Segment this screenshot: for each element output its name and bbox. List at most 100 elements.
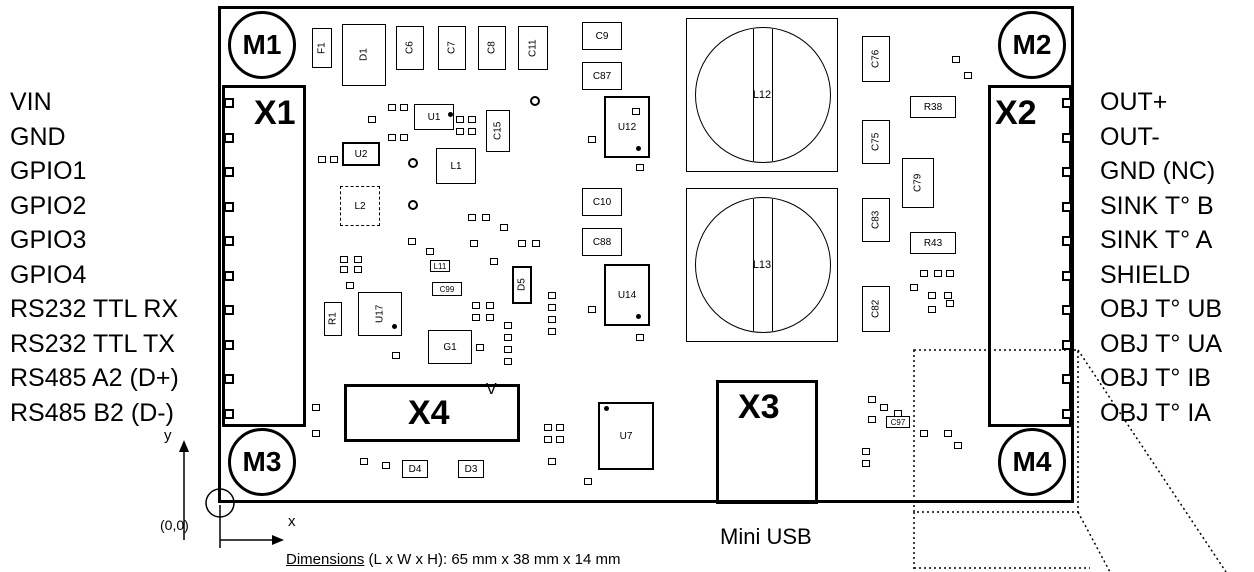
x1-pin — [224, 305, 234, 315]
smd-passive — [456, 116, 464, 123]
smd-passive — [548, 328, 556, 335]
smd-passive — [500, 224, 508, 231]
smd-passive — [868, 396, 876, 403]
smd-passive — [928, 306, 936, 313]
smd-passive — [894, 410, 902, 417]
comp-r38: R38 — [910, 96, 956, 118]
x2-pin-label: OBJ T° IB — [1100, 364, 1211, 392]
header-x2-label: X2 — [995, 94, 1037, 132]
mount-hole-m2: M2 — [998, 11, 1066, 79]
smd-passive — [920, 270, 928, 277]
smd-passive — [340, 266, 348, 273]
mount-hole-m1: M1 — [228, 11, 296, 79]
usb-label: Mini USB — [720, 524, 812, 549]
smd-passive — [532, 240, 540, 247]
smd-passive — [868, 416, 876, 423]
y-axis-label: y — [164, 427, 172, 444]
origin-label: (0,0) — [160, 517, 189, 533]
x1-pin — [224, 98, 234, 108]
x2-pin — [1062, 374, 1072, 384]
x1-pin — [224, 339, 234, 350]
smd-passive — [588, 306, 596, 313]
smd-passive — [408, 238, 416, 245]
smd-passive — [556, 424, 564, 431]
comp-l2: L2 — [340, 186, 380, 226]
smd-passive — [468, 214, 476, 221]
smd-passive — [504, 358, 512, 365]
x1-pin — [224, 236, 234, 246]
pin1-dot — [604, 406, 609, 411]
x1-pin-label: GND — [10, 122, 66, 151]
x2-pin-label: OUT- — [1100, 122, 1160, 151]
smd-passive — [490, 258, 498, 265]
smd-passive — [964, 72, 972, 79]
pin1-dot — [636, 146, 641, 151]
smd-passive — [632, 108, 640, 115]
x2-pin — [1062, 98, 1072, 108]
smd-passive — [504, 346, 512, 353]
smd-passive — [920, 430, 928, 437]
x1-pin-label: VIN — [10, 88, 52, 116]
smd-passive — [468, 116, 476, 123]
x2-pin — [1062, 305, 1072, 315]
smd-passive — [504, 334, 512, 341]
smd-passive — [368, 116, 376, 123]
smd-passive — [584, 478, 592, 485]
smd-passive — [470, 240, 478, 247]
dimensions-values: (L x W x H): 65 mm x 38 mm x 14 mm — [364, 551, 621, 568]
header-x4-label: X4 — [408, 394, 450, 432]
smd-passive — [354, 256, 362, 263]
comp-c9: C9 — [582, 22, 622, 50]
comp-r43: R43 — [910, 232, 956, 254]
coil-l12: L12 — [686, 18, 838, 172]
smd-passive — [426, 248, 434, 255]
x2-pin — [1062, 339, 1072, 350]
smd-passive — [934, 270, 942, 277]
pin1-dot — [392, 324, 397, 329]
test-point — [408, 158, 418, 168]
comp-c99: C99 — [432, 282, 462, 296]
smd-passive — [910, 284, 918, 291]
smd-passive — [556, 436, 564, 443]
x2-pin-label: OBJ T° UB — [1100, 295, 1223, 323]
x1-pin-label: GPIO3 — [10, 226, 87, 254]
x1-pin — [224, 132, 234, 143]
smd-passive — [346, 282, 354, 289]
smd-passive — [468, 128, 476, 135]
smd-passive — [952, 56, 960, 63]
smd-passive — [312, 404, 320, 411]
x1-pin-label: RS232 TTL RX — [10, 295, 179, 323]
header-x2 — [988, 85, 1072, 427]
smd-passive — [392, 352, 400, 359]
comp-u12: U12 — [604, 96, 650, 158]
smd-passive — [456, 128, 464, 135]
smd-passive — [400, 104, 408, 111]
x2-pin-label: OBJ T° IA — [1100, 398, 1211, 427]
smd-passive — [312, 430, 320, 437]
comp-l1: L1 — [436, 148, 476, 184]
smd-passive — [862, 460, 870, 467]
x4-v-mark: V — [486, 381, 497, 398]
x2-pin — [1062, 270, 1072, 281]
smd-passive — [544, 424, 552, 431]
mount-hole-m4: M4 — [998, 428, 1066, 496]
smd-passive — [636, 334, 644, 341]
x1-pin — [224, 167, 234, 177]
header-x4 — [344, 384, 520, 442]
smd-passive — [400, 134, 408, 141]
smd-passive — [588, 136, 596, 143]
smd-passive — [482, 214, 490, 221]
x1-pin — [224, 270, 234, 281]
smd-passive — [548, 292, 556, 299]
x2-pin-label: GND (NC) — [1100, 157, 1216, 185]
x1-pin-label: GPIO4 — [10, 260, 87, 289]
x1-pin — [224, 374, 234, 384]
x1-pin-label: RS485 A2 (D+) — [10, 364, 179, 392]
comp-d3: D3 — [458, 460, 484, 478]
smd-passive — [636, 164, 644, 171]
smd-passive — [944, 292, 952, 299]
comp-u1: U1 — [414, 104, 454, 130]
pcb-board-outline — [218, 6, 1074, 503]
smd-passive — [862, 448, 870, 455]
